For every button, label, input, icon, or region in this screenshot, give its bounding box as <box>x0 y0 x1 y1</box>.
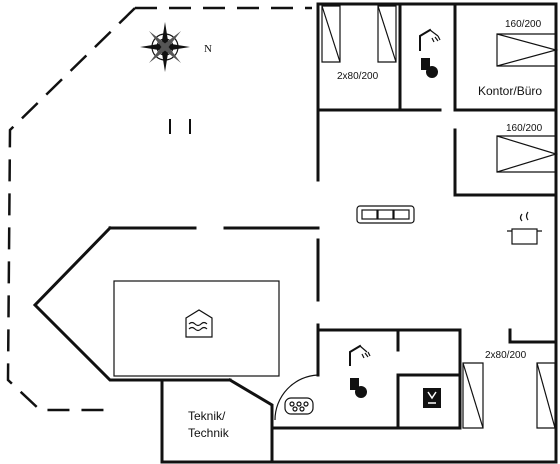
entrance-marker <box>169 119 191 134</box>
bedroom-top-left-beds <box>321 5 397 63</box>
bed-top-right <box>496 33 559 67</box>
door-technical-room <box>274 374 319 421</box>
interior-walls <box>270 2 558 430</box>
bed-size-label-middle-right: 160/200 <box>506 123 543 134</box>
bed-middle-right <box>496 135 559 173</box>
toilet-icon-bottom <box>350 378 367 398</box>
compass-rose-icon <box>140 22 190 72</box>
sofa-icon <box>356 205 415 224</box>
pool <box>113 280 280 377</box>
bed-size-label-top-left: 2x80/200 <box>337 71 379 82</box>
bed-size-label-bottom-right: 2x80/200 <box>485 350 527 361</box>
sauna-icon <box>423 388 441 408</box>
shower-icon-bottom <box>349 344 371 366</box>
bed-size-label-top-right: 160/200 <box>505 19 542 30</box>
spa-icon <box>284 397 314 415</box>
shower-icon-top <box>419 28 441 51</box>
office-room-label: Kontor/Büro <box>478 84 542 98</box>
terrace-outline <box>6 6 312 412</box>
technical-room-label-line1: Teknik/ <box>188 409 226 423</box>
exterior-walls <box>32 2 558 464</box>
technical-room-label-line2: Technik <box>188 426 230 440</box>
pool-icon <box>185 309 213 338</box>
toilet-icon-top <box>421 58 438 78</box>
compass-north-label: N <box>204 43 212 55</box>
kitchen-pot-icon <box>507 211 542 245</box>
bedroom-bottom-right-beds <box>462 362 556 429</box>
